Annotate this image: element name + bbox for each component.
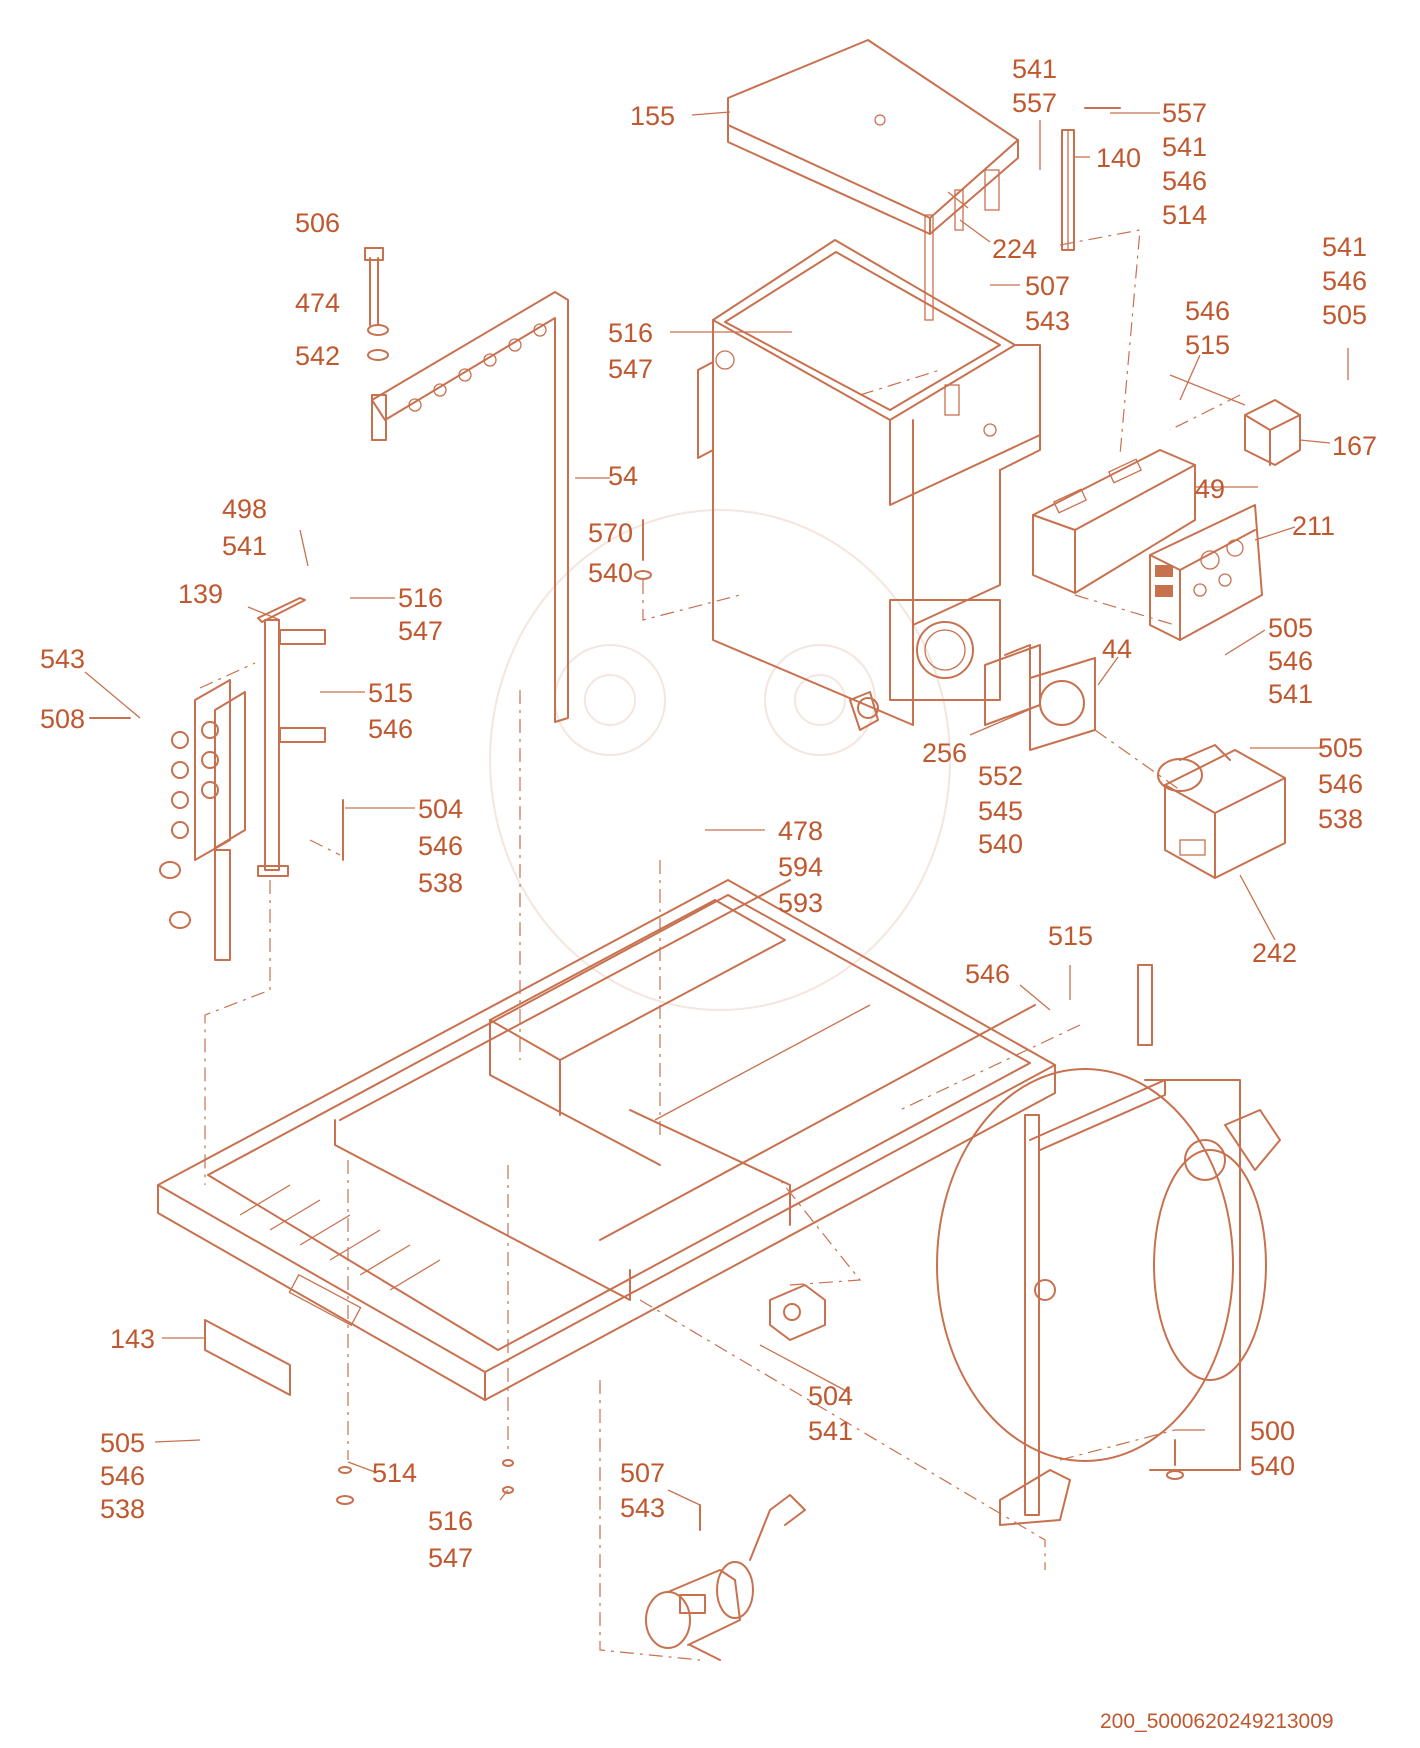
label-542: 542 xyxy=(295,341,340,371)
label-547: 547 xyxy=(608,354,653,384)
label-552: 552 xyxy=(978,761,1023,791)
bracket-140-part xyxy=(1061,129,1075,251)
label-546: 546 xyxy=(965,959,1010,989)
label-500: 500 xyxy=(1250,1416,1295,1446)
label-543: 543 xyxy=(620,1493,665,1523)
label-140: 140 xyxy=(1096,143,1141,173)
label-474: 474 xyxy=(295,288,340,318)
flange-gasket-44-part xyxy=(984,644,1096,751)
pump-part xyxy=(645,1494,806,1661)
mounting-bracket-139-part xyxy=(257,597,326,877)
label-541: 541 xyxy=(1268,679,1313,709)
fasteners xyxy=(89,107,1184,1531)
label-224: 224 xyxy=(992,234,1037,264)
label-515: 515 xyxy=(1185,330,1230,360)
label-594: 594 xyxy=(778,852,823,882)
label-508: 508 xyxy=(40,704,85,734)
label-516: 516 xyxy=(608,318,653,348)
label-546: 546 xyxy=(1318,769,1363,799)
label-557: 557 xyxy=(1012,88,1057,118)
label-504: 504 xyxy=(808,1381,853,1411)
label-514: 514 xyxy=(372,1458,417,1488)
label-256: 256 xyxy=(922,738,967,768)
label-541: 541 xyxy=(222,531,267,561)
label-505: 505 xyxy=(100,1428,145,1458)
label-514: 514 xyxy=(1162,200,1207,230)
label-505: 505 xyxy=(1318,733,1363,763)
label-545: 545 xyxy=(978,796,1023,826)
label-538: 538 xyxy=(418,868,463,898)
label-543: 543 xyxy=(1025,306,1070,336)
label-546: 546 xyxy=(1322,266,1367,296)
burner-242-part xyxy=(1157,744,1286,879)
label-44: 44 xyxy=(1102,634,1132,664)
label-242: 242 xyxy=(1252,938,1297,968)
label-547: 547 xyxy=(398,616,443,646)
label-593: 593 xyxy=(778,888,823,918)
part-labels: 155 541 557 557 541 546 514 140 224 507 … xyxy=(40,54,1377,1733)
label-546: 546 xyxy=(1162,166,1207,196)
label-504: 504 xyxy=(418,794,463,824)
control-box-49-part xyxy=(1032,449,1196,594)
label-143: 143 xyxy=(110,1324,155,1354)
label-507: 507 xyxy=(1025,271,1070,301)
label-541: 541 xyxy=(808,1416,853,1446)
pressure-switch-part xyxy=(769,1284,826,1341)
label-515: 515 xyxy=(1048,921,1093,951)
label-546: 546 xyxy=(100,1461,145,1491)
label-538: 538 xyxy=(1318,804,1363,834)
label-498: 498 xyxy=(222,494,267,524)
label-570: 570 xyxy=(588,518,633,548)
label-546: 546 xyxy=(1268,646,1313,676)
label-546: 546 xyxy=(418,831,463,861)
label-155: 155 xyxy=(630,101,675,131)
lifting-bar-54-part xyxy=(364,247,569,723)
junction-box-167-part xyxy=(1169,374,1301,466)
label-167: 167 xyxy=(1332,431,1377,461)
label-540: 540 xyxy=(588,558,633,588)
label-516: 516 xyxy=(398,583,443,613)
label-543: 543 xyxy=(40,644,85,674)
access-plate-143-part xyxy=(204,1319,291,1396)
label-541: 541 xyxy=(1322,232,1367,262)
control-panel-211-part xyxy=(1149,504,1263,641)
leader-lines xyxy=(84,111,1349,1506)
label-546: 546 xyxy=(1185,296,1230,326)
label-49: 49 xyxy=(1195,474,1225,504)
label-211: 211 xyxy=(1292,511,1335,541)
main-cabinet-part xyxy=(697,239,1041,731)
label-541: 541 xyxy=(1162,132,1207,162)
label-546: 546 xyxy=(368,714,413,744)
background-watermark xyxy=(489,509,951,1011)
document-id: 200_5000620249213009 xyxy=(1100,1710,1334,1733)
label-505: 505 xyxy=(1268,613,1313,643)
alignment-lines xyxy=(199,229,1241,1661)
label-557: 557 xyxy=(1162,98,1207,128)
label-540: 540 xyxy=(978,829,1023,859)
label-538: 538 xyxy=(100,1494,145,1524)
label-139: 139 xyxy=(178,579,223,609)
label-515: 515 xyxy=(368,678,413,708)
label-507: 507 xyxy=(620,1458,665,1488)
label-505: 505 xyxy=(1322,300,1367,330)
label-478: 478 xyxy=(778,816,823,846)
label-547: 547 xyxy=(428,1543,473,1573)
base-frame-part xyxy=(157,879,1056,1401)
hose-reel-part xyxy=(936,964,1281,1526)
label-516: 516 xyxy=(428,1506,473,1536)
label-506: 506 xyxy=(295,208,340,238)
label-540: 540 xyxy=(1250,1451,1295,1481)
label-541: 541 xyxy=(1012,54,1057,84)
label-54: 54 xyxy=(608,461,638,491)
manifold-part xyxy=(159,679,246,961)
top-cover-part xyxy=(727,39,1019,321)
